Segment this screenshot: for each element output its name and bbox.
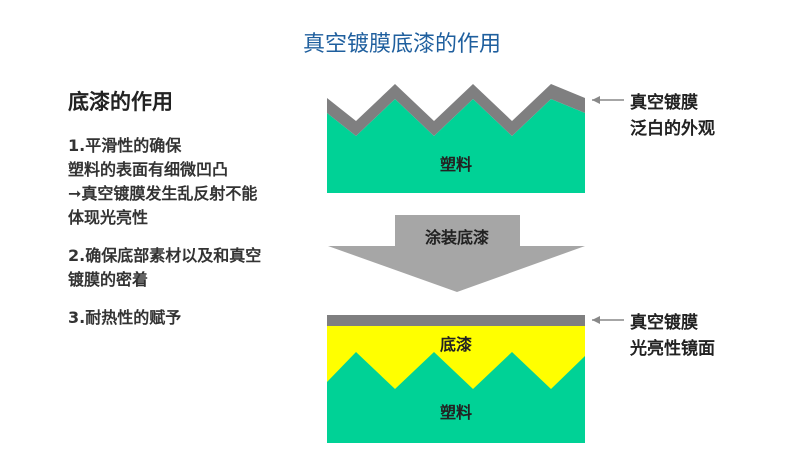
- point-smoothness: 1.平滑性的确保 塑料的表面有细微凹凸 ➞真空镀膜发生乱反射不能 体现光亮性: [68, 134, 318, 230]
- point-smoothness-title: 1.平滑性的确保: [68, 136, 182, 155]
- point-adhesion: 2.确保底部素材以及和真空 镀膜的密着: [68, 244, 318, 292]
- point-smoothness-line-2: 塑料的表面有细微凹凸: [68, 160, 229, 179]
- after-plastic-label: 塑料: [440, 403, 472, 422]
- after-primer-layer: [327, 326, 585, 389]
- process-arrow-label: 涂装底漆: [425, 228, 489, 247]
- process-arrow: 涂装底漆: [328, 215, 585, 292]
- point-adhesion-line-2: 镀膜的密着: [68, 270, 149, 289]
- after-callout: 真空镀膜 光亮性镜面: [630, 310, 715, 362]
- after-callout-title: 真空镀膜: [630, 313, 698, 333]
- before-plastic-label: 塑料: [440, 155, 472, 174]
- before-callout-description: 泛白的外观: [630, 119, 715, 139]
- point-heat-resistance-title: 3.耐热性的赋予: [68, 308, 182, 327]
- before-diagram: 塑料: [327, 84, 624, 193]
- point-smoothness-line-4: 体现光亮性: [68, 208, 149, 227]
- after-callout-arrowhead: [592, 316, 600, 324]
- point-heat-resistance: 3.耐热性的赋予: [68, 306, 318, 330]
- after-coating-layer: [327, 315, 585, 326]
- panel-heading: 底漆的作用: [68, 90, 173, 114]
- before-plastic-layer: [327, 99, 585, 193]
- after-diagram: 底漆 塑料: [327, 315, 624, 443]
- primer-function-panel: 底漆的作用 1.平滑性的确保 塑料的表面有细微凹凸 ➞真空镀膜发生乱反射不能 体…: [68, 86, 318, 344]
- before-callout-arrowhead: [592, 96, 600, 104]
- before-coating-layer: [327, 84, 585, 136]
- after-primer-label: 底漆: [440, 335, 472, 354]
- before-callout-title: 真空镀膜: [630, 93, 698, 113]
- point-adhesion-title: 2.确保底部素材以及和真空: [68, 246, 262, 265]
- page-title: 真空镀膜底漆的作用: [302, 32, 501, 57]
- after-callout-description: 光亮性镜面: [630, 339, 715, 359]
- process-arrow-shape: [328, 215, 585, 292]
- point-smoothness-line-3: ➞真空镀膜发生乱反射不能: [68, 184, 258, 203]
- before-callout: 真空镀膜 泛白的外观: [630, 90, 715, 142]
